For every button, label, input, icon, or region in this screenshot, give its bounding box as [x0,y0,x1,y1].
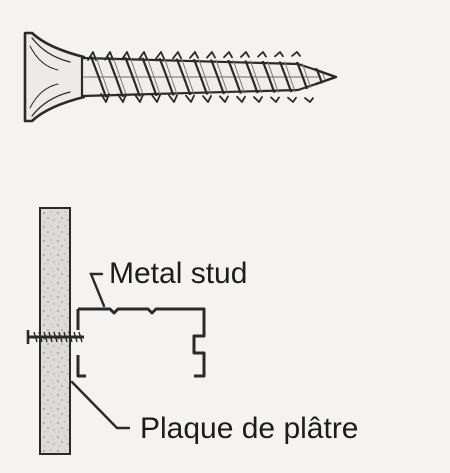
thread-tip-bottom [287,96,297,103]
thread-tip-bottom [270,96,280,103]
thread-tip-bottom [219,95,229,103]
thread-tip-top [223,51,233,59]
thread-tip-bottom [185,94,195,103]
thread-shadow [94,56,112,98]
screw-head [23,31,86,123]
thread-tip-top [87,51,97,61]
thread-crest [105,56,126,98]
thread-tip-bottom [134,93,144,103]
metal-stud-label: Metal stud [109,257,247,290]
thread-tip-top [291,51,301,57]
installed-screw-thread [53,331,58,343]
installed-screw-thread [68,331,73,343]
thread-tip-top [274,51,284,58]
drywall-screw-illustration [23,31,338,123]
thread-crest [122,56,143,98]
thread-tip-top [240,51,250,58]
installed-screw-thread [78,331,83,343]
installed-screw-thread [63,331,68,343]
drywall-board [39,207,71,455]
thread-tip-bottom [151,94,161,103]
installed-screw-thread [73,331,78,343]
installed-screw-thread [48,331,53,343]
metal-stud-profile [76,307,206,378]
installed-screw [26,330,84,344]
installed-screw-thread [58,331,63,343]
thread-tip-top [138,51,148,60]
installed-screw-thread [38,331,43,343]
drywall-label: Plaque de plâtre [140,412,359,445]
thread-tip-top [206,51,216,59]
drywall-leader [70,380,131,430]
installed-screw-thread [33,331,38,343]
installed-screw-thread [43,331,48,343]
assembly-cross-section: Metal stud Plaque de plâtre [26,207,359,455]
thread-tip-bottom [304,97,314,103]
thread-crest [88,56,109,98]
thread-tip-bottom [236,95,246,103]
thread-shadow [111,56,129,98]
screw-point [314,68,338,86]
thread-tip-bottom [117,93,127,103]
thread-tip-top [104,51,114,61]
thread-tip-bottom [100,93,110,103]
metal-stud-leader [89,272,106,308]
thread-tip-top [155,51,165,60]
thread-tip-top [121,51,131,61]
thread-tip-bottom [253,96,263,103]
screw-thread-tips [87,51,314,103]
thread-tip-bottom [202,95,212,103]
thread-tip-bottom [168,94,178,103]
thread-tip-top [172,51,182,60]
thread-tip-top [189,51,199,59]
thread-tip-top [257,51,267,58]
